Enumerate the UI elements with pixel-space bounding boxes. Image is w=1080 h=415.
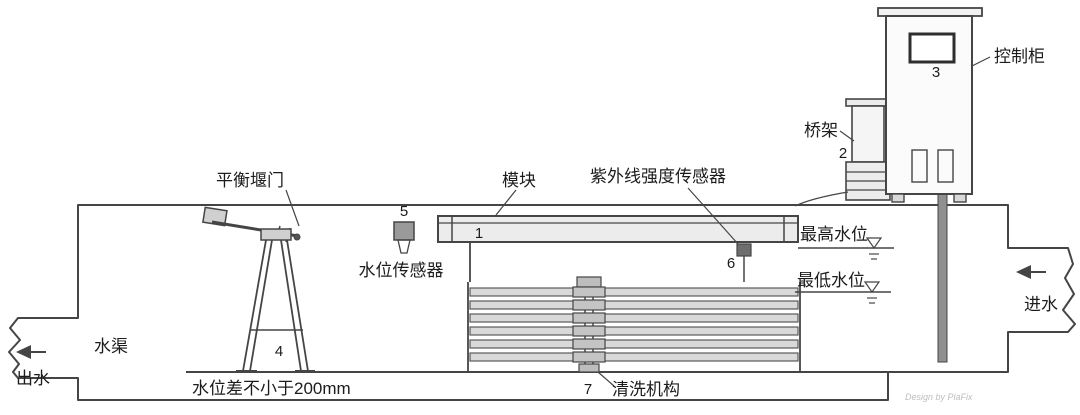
cabinet-vent (937, 149, 954, 183)
control-cabinet (877, 7, 991, 363)
cleaner-leader-line (597, 371, 615, 387)
cabinet-vent (911, 149, 928, 183)
label-inflow: 进水 (1024, 295, 1058, 314)
labels: 平衡堰门 4 5 水位传感器 模块 1 紫外线强度传感器 6 桥架 2 3 控制… (16, 47, 1058, 402)
level-symbol-icon (863, 281, 881, 294)
label-bridge: 桥架 (804, 121, 838, 140)
cleaner-bracket (572, 325, 606, 337)
beam-body (437, 215, 799, 243)
cabinet-lid (877, 7, 983, 17)
cleaner-bracket (572, 299, 606, 311)
label-cleaning-mechanism: 清洗机构 (612, 380, 680, 399)
cleaner-cap (576, 276, 602, 288)
num-level-sensor: 5 (400, 203, 408, 220)
weir-leg (286, 239, 309, 372)
balance-weir-gate (202, 189, 315, 372)
uv-lamp (469, 352, 799, 362)
bridge-cable (794, 191, 849, 207)
num-cleaner: 7 (584, 381, 592, 398)
label-outflow: 出水 (16, 369, 50, 388)
bridge-lid (845, 98, 891, 107)
bridge-body (851, 105, 885, 163)
num-uv-sensor: 6 (727, 255, 735, 272)
cabinet-foot (891, 193, 905, 203)
cleaner-bracket (572, 351, 606, 363)
level-sensor-icon (393, 221, 415, 241)
uv-lamp-rack (467, 282, 801, 371)
water-level-marks (795, 237, 894, 304)
arrow-left-icon (1016, 265, 1031, 279)
cleaner-foot (578, 363, 600, 373)
label-water-level-sensor: 水位传感器 (359, 261, 444, 280)
inflow-arrow (1016, 265, 1046, 279)
module-beam (437, 189, 799, 282)
watermark-text: Design by PlaFix (905, 392, 973, 402)
label-balance-weir-gate: 平衡堰门 (216, 171, 284, 190)
cable-bridge (794, 98, 891, 207)
uv-sensor-icon (736, 243, 752, 257)
uv-intensity-sensor (687, 187, 752, 282)
uv-lamp (469, 339, 799, 349)
num-module: 1 (475, 225, 483, 242)
module-leader-line (495, 189, 517, 216)
bridge-leader-line (839, 130, 855, 142)
cabinet-screen (908, 32, 956, 64)
label-control-cabinet: 控制柜 (994, 47, 1045, 66)
label-level-difference: 水位差不小于200mm (192, 379, 351, 398)
uv-lamp (469, 313, 799, 323)
cabinet-foot (953, 193, 967, 203)
cleaning-mechanism (572, 276, 615, 387)
weir-leg (242, 239, 267, 372)
uv-sensor-leader-line (687, 187, 739, 245)
cleaner-bracket (572, 312, 606, 324)
uv-lamp (469, 326, 799, 336)
cabinet-rod (937, 193, 948, 363)
num-weir: 4 (275, 343, 283, 360)
uv-lamp (469, 300, 799, 310)
label-module: 模块 (502, 171, 536, 190)
weir-counterweight (202, 206, 228, 227)
water-level-sensor (393, 221, 415, 254)
cleaner-bracket (572, 286, 606, 298)
level-symbol-icon (865, 237, 883, 250)
level-sensor-probe (397, 239, 411, 254)
weir-leader-line (285, 189, 300, 227)
weir-leg (280, 239, 302, 372)
weir-leg (249, 239, 273, 372)
cabinet-leader-line (971, 56, 991, 67)
uv-lamp (469, 287, 799, 297)
outflow-arrow (16, 345, 46, 359)
label-uv-intensity-sensor: 紫外线强度传感器 (590, 167, 726, 186)
cleaner-bracket (572, 338, 606, 350)
label-water-channel: 水渠 (94, 337, 128, 356)
weir-head (260, 228, 292, 241)
weir-pivot (293, 233, 301, 241)
arrow-left-icon (16, 345, 31, 359)
num-bridge: 2 (839, 145, 847, 162)
label-high-water-level: 最高水位 (800, 225, 868, 244)
label-low-water-level: 最低水位 (797, 271, 865, 290)
num-cabinet: 3 (932, 64, 940, 81)
